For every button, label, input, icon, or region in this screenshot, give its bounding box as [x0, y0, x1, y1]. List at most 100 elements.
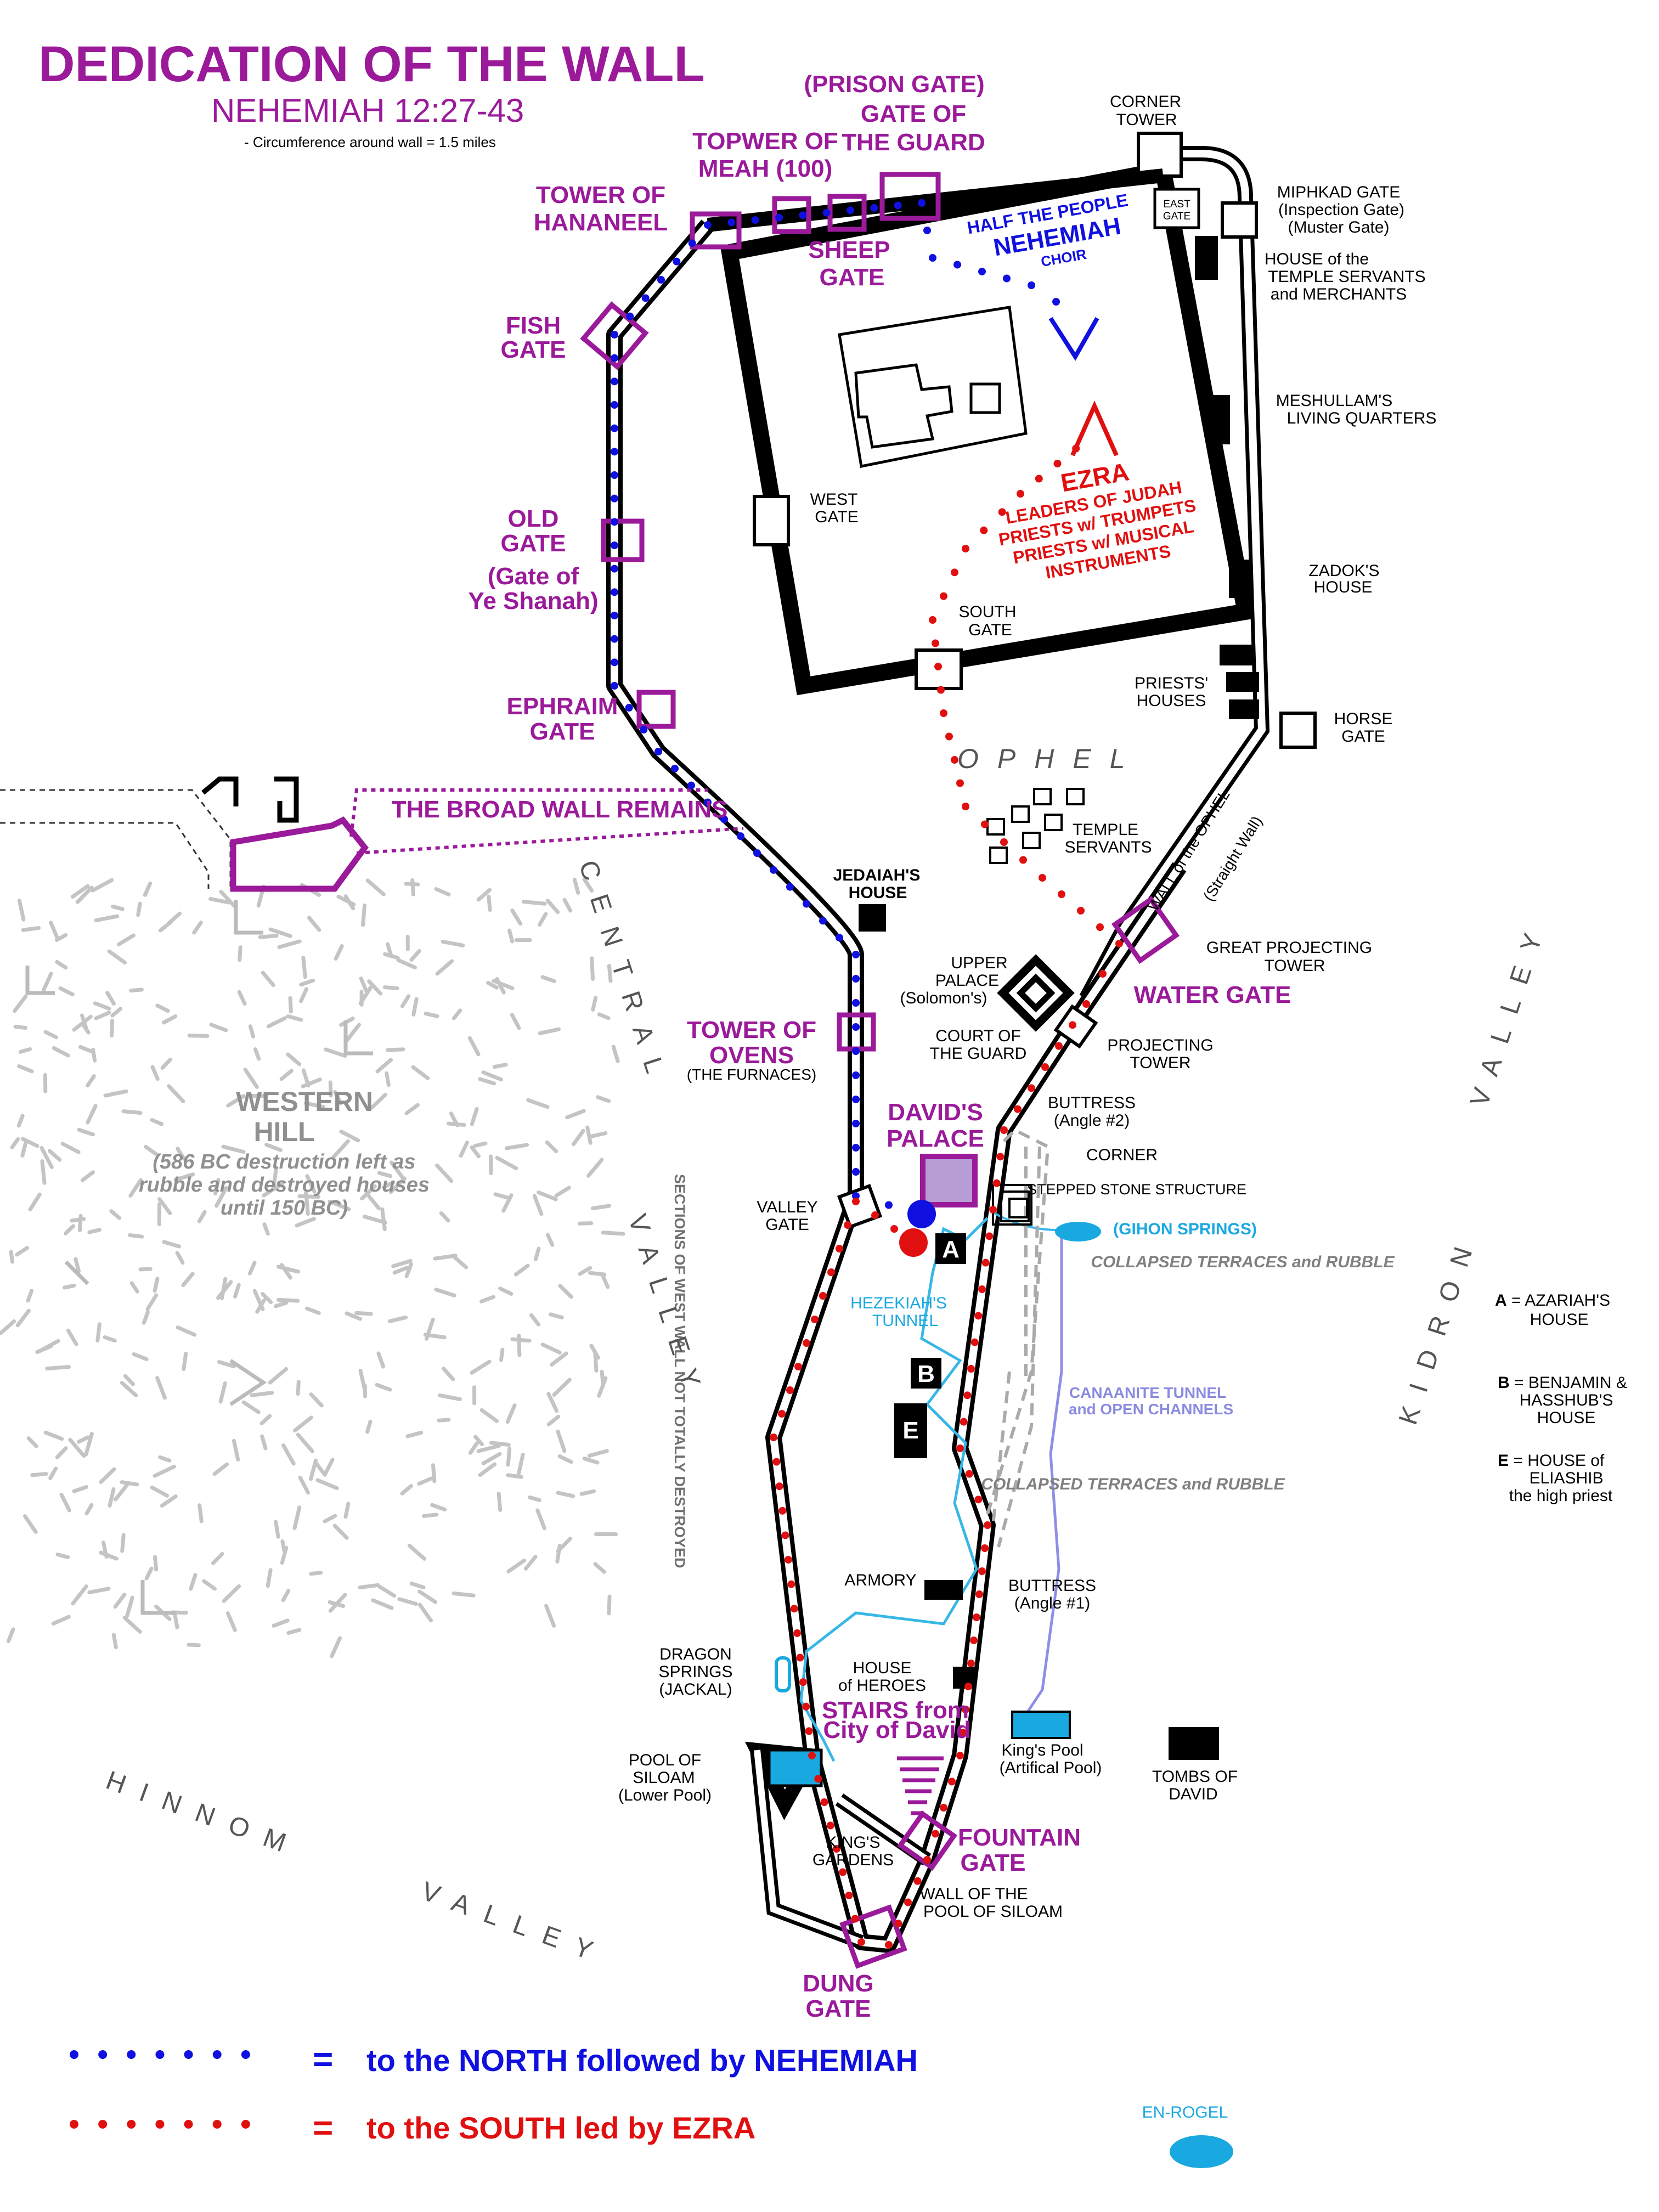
horse-gate	[1279, 712, 1317, 749]
route-dot	[781, 1531, 789, 1539]
route-dot	[1082, 1000, 1090, 1008]
label-fountain-1: FOUNTAIN	[958, 1824, 1081, 1851]
label-ovens-2: OVENS	[709, 1042, 794, 1069]
label-sections-west: SECTIONS OF WEST WALL NOT TOTALLY DESTRO…	[672, 1174, 688, 1568]
key-b-2: HASSHUB'S	[1520, 1391, 1613, 1409]
route-dot	[852, 1120, 860, 1127]
western-hill-4: rubble and destroyed houses	[139, 1173, 430, 1197]
label-sheep-2: GATE	[820, 264, 885, 291]
route-dot	[904, 1898, 912, 1906]
route-dot	[839, 1868, 847, 1876]
stairs	[897, 1756, 944, 1815]
route-dot	[98, 2050, 108, 2059]
ezra-label: EZRA LEADERS OF JUDAH PRIESTS w/ TRUMPET…	[997, 457, 1197, 582]
route-dot	[786, 883, 794, 891]
label-stairs-2: City of David	[823, 1717, 971, 1743]
label-hinnom: HINNOM	[102, 1766, 305, 1864]
route-dot	[819, 917, 827, 925]
east-gate-box	[1153, 188, 1200, 229]
dragon-spring	[775, 1656, 791, 1692]
label-kings-gardens-2: GARDENS	[812, 1851, 894, 1869]
label-ephraim-1: EPHRAIM	[507, 693, 618, 720]
route-dot	[611, 588, 618, 596]
route-dot	[1014, 1105, 1022, 1113]
east-wall-towers	[1195, 236, 1252, 598]
marker-e: E	[902, 1417, 918, 1444]
route-dot	[974, 1496, 983, 1504]
label-temple-servants-1: TEMPLE	[1073, 821, 1138, 839]
route-dot	[951, 568, 958, 577]
route-dot	[967, 1660, 975, 1667]
route-dot	[871, 1211, 879, 1219]
route-dot	[1077, 907, 1085, 915]
route-dot	[973, 1613, 980, 1621]
route-dot	[70, 2120, 78, 2129]
route-dot	[964, 1683, 972, 1690]
route-dot	[826, 1821, 834, 1830]
label-miphkad-1: MIPHKAD GATE	[1277, 183, 1400, 201]
route-dot	[975, 1590, 983, 1598]
route-dot	[929, 616, 936, 624]
label-buttress2-1: BUTTRESS	[1048, 1094, 1136, 1112]
nehemiah-arrow	[1048, 317, 1099, 361]
route-dot	[802, 1702, 810, 1711]
route-dot	[184, 2120, 193, 2129]
western-hill-rubble	[0, 877, 625, 1658]
route-dot	[945, 732, 953, 741]
route-dot	[654, 748, 662, 755]
route-dot	[1019, 856, 1027, 864]
kings-pool	[1011, 1711, 1071, 1739]
route-dot	[929, 254, 936, 262]
route-dot	[819, 1292, 827, 1300]
route-dot	[984, 1521, 991, 1529]
route-dot	[852, 1047, 860, 1055]
rubble-corner-marks	[25, 900, 373, 1615]
meah-tower	[772, 196, 811, 234]
route-dot	[611, 612, 618, 619]
route-dot	[985, 1232, 994, 1240]
label-hezekiah-2: TUNNEL	[872, 1312, 938, 1330]
east-outer-wall	[1079, 132, 1317, 1002]
western-hill-3: (586 BC destruction left as	[153, 1150, 415, 1173]
label-collapsed-2: COLLAPSED TERRACES and RUBBLE	[981, 1475, 1285, 1493]
svg-text:B = BENJAMIN &: B = BENJAMIN &	[1498, 1374, 1627, 1392]
route-dot	[956, 1444, 964, 1452]
label-horse-gate-1: HORSE	[1334, 710, 1393, 728]
collapsed-terraces	[986, 1128, 1050, 1548]
label-kings-pool-1: King's Pool	[1001, 1741, 1083, 1759]
route-dot	[937, 686, 945, 694]
route-dot	[799, 1678, 807, 1686]
route-dot	[870, 204, 878, 212]
route-dot	[844, 1221, 851, 1229]
svg-text:E = HOUSE of: E = HOUSE of	[1498, 1452, 1605, 1470]
temple-building	[854, 363, 953, 449]
label-guard-gate-2: THE GUARD	[842, 129, 985, 156]
route-dot	[974, 1312, 983, 1320]
western-hill-label: WESTERN HILL (586 BC destruction left as…	[139, 1086, 430, 1220]
label-canaanite-1: CANAANITE TUNNEL	[1069, 1384, 1226, 1401]
label-siloam-1: POOL OF	[629, 1751, 701, 1769]
label-siloam-3: (Lower Pool)	[618, 1786, 712, 1804]
davids-palace	[920, 1154, 978, 1207]
route-dot	[852, 1192, 860, 1200]
route-dot	[704, 221, 712, 229]
label-east-gate-1: EAST	[1163, 199, 1190, 210]
route-dot	[827, 1268, 835, 1276]
route-dot	[770, 1434, 777, 1441]
marker-a: A	[942, 1236, 960, 1263]
key-e-2: ELIASHIB	[1529, 1469, 1603, 1487]
route-dot	[671, 764, 679, 772]
label-ts-house-3: and MERCHANTS	[1271, 285, 1407, 303]
label-dung-1: DUNG	[803, 1970, 874, 1997]
label-ts-house-1: HOUSE of the	[1265, 250, 1369, 268]
label-kings-pool-2: (Artifical Pool)	[1000, 1759, 1102, 1777]
route-dot	[778, 1506, 787, 1515]
route-dot	[833, 1845, 840, 1853]
route-dot	[953, 261, 961, 269]
label-jedaiah-2: HOUSE	[849, 884, 907, 902]
label-zadok-2: HOUSE	[1314, 578, 1373, 596]
route-dot	[932, 639, 939, 647]
tombs-of-david	[1169, 1727, 1219, 1760]
label-corner-tower-1: CORNER	[1110, 93, 1181, 111]
label-fountain-2: GATE	[961, 1849, 1026, 1876]
